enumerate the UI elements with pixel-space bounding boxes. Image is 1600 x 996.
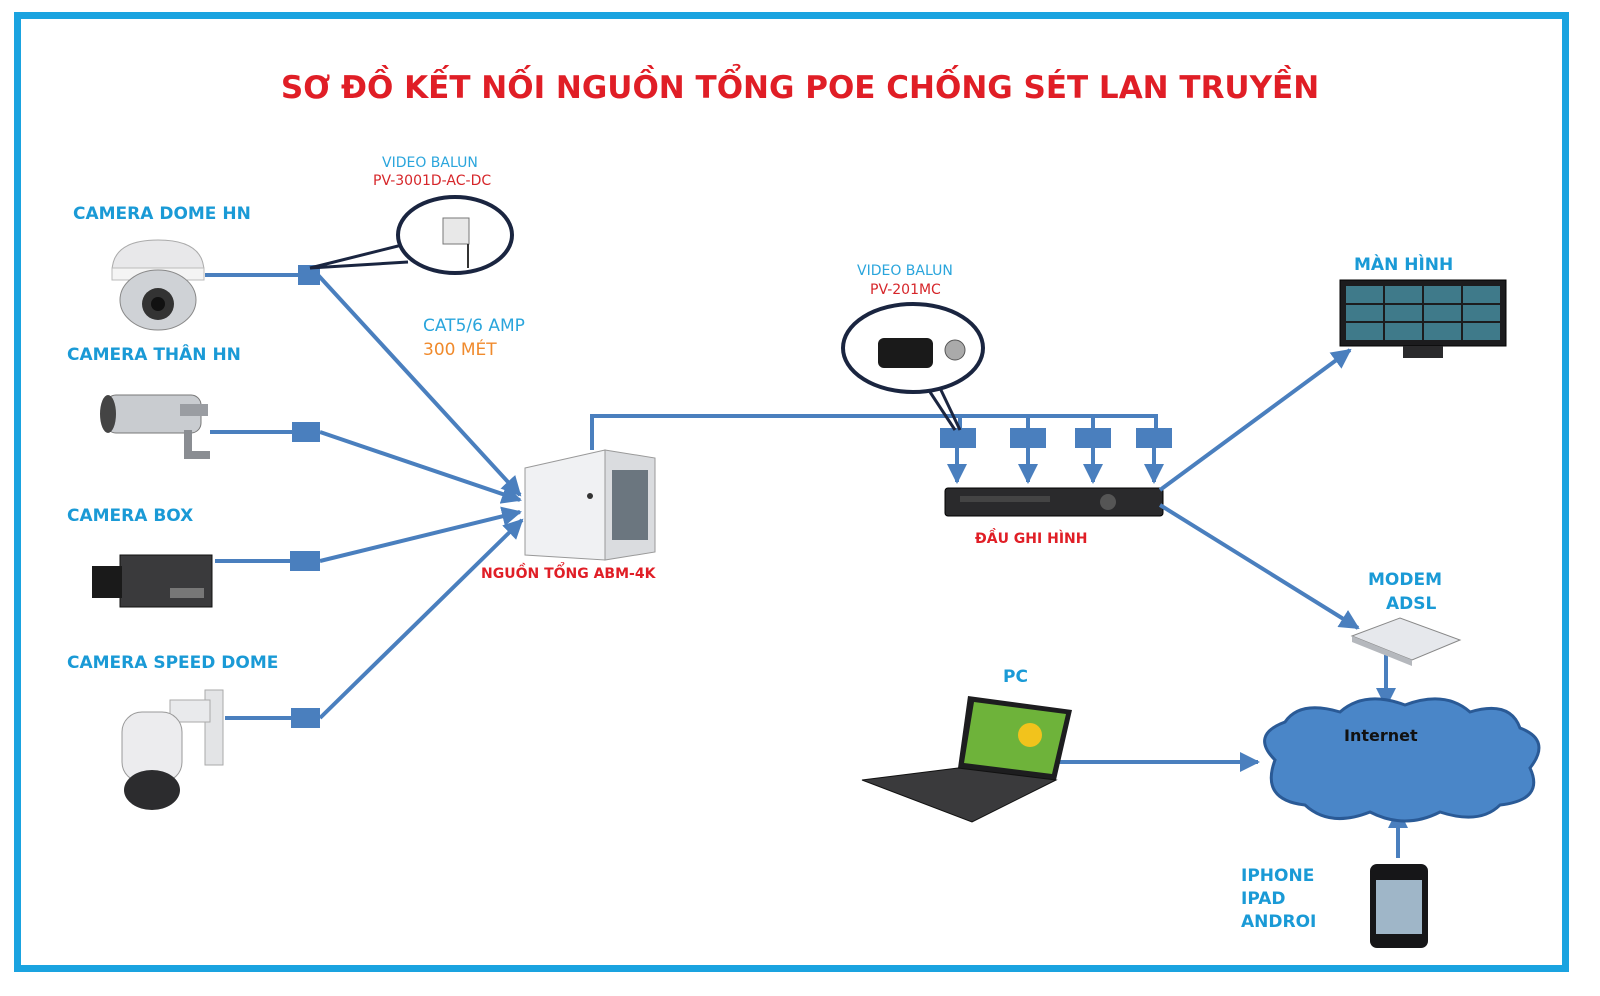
- balun-1-model: PV-3001D-AC-DC: [373, 173, 492, 189]
- internet-label: Internet: [1344, 726, 1418, 745]
- mobile-label-line3: ANDROI: [1241, 912, 1317, 932]
- trunk-links: [590, 414, 1164, 484]
- camera-bullet-icon: [100, 394, 210, 459]
- power-supply-icon: [524, 449, 656, 561]
- modem-icon: [1350, 617, 1462, 666]
- diagram-frame: [14, 12, 1569, 972]
- cable-type-label: CAT5/6 AMP: [423, 316, 525, 336]
- recorder-balun-blocks: [940, 428, 1172, 448]
- camera-speed-dome-label: CAMERA SPEED DOME: [67, 653, 279, 673]
- camera-speed-dome-icon: [121, 689, 224, 810]
- monitor-label: MÀN HÌNH: [1354, 255, 1454, 275]
- camera-dome-icon: [111, 239, 205, 331]
- camera-box-icon: [92, 554, 213, 608]
- modem-label-line1: MODEM: [1368, 570, 1443, 590]
- mobile-label-line2: IPAD: [1241, 889, 1286, 909]
- recorder-icon: [944, 487, 1164, 517]
- balun-2-name: VIDEO BALUN: [857, 263, 953, 279]
- camera-bullet-label: CAMERA THÂN HN: [67, 345, 241, 365]
- camera-balun-blocks: [290, 265, 320, 728]
- recorder-label: ĐẦU GHI HÌNH: [975, 531, 1088, 547]
- power-supply-label: NGUỒN TỔNG ABM-4K: [481, 566, 656, 582]
- modem-label-line2: ADSL: [1386, 594, 1437, 614]
- pc-label: PC: [1003, 667, 1028, 687]
- balun-1-callout: [309, 195, 514, 275]
- balun-2-callout: [841, 302, 985, 431]
- camera-box-label: CAMERA BOX: [67, 506, 194, 526]
- diagram-title: SƠ ĐỒ KẾT NỐI NGUỒN TỔNG POE CHỐNG SÉT L…: [280, 70, 1320, 106]
- camera-links: [205, 273, 524, 720]
- internet-cloud-icon: [1263, 697, 1541, 823]
- balun-2-model: PV-201MC: [870, 282, 941, 298]
- balun-1-name: VIDEO BALUN: [382, 155, 478, 171]
- camera-dome-label: CAMERA DOME HN: [73, 204, 251, 224]
- monitor-icon: [1339, 279, 1507, 358]
- laptop-icon: [861, 696, 1072, 823]
- mobile-label-line1: IPHONE: [1241, 866, 1315, 886]
- cable-length-label: 300 MÉT: [423, 340, 497, 360]
- phone-icon: [1370, 864, 1428, 948]
